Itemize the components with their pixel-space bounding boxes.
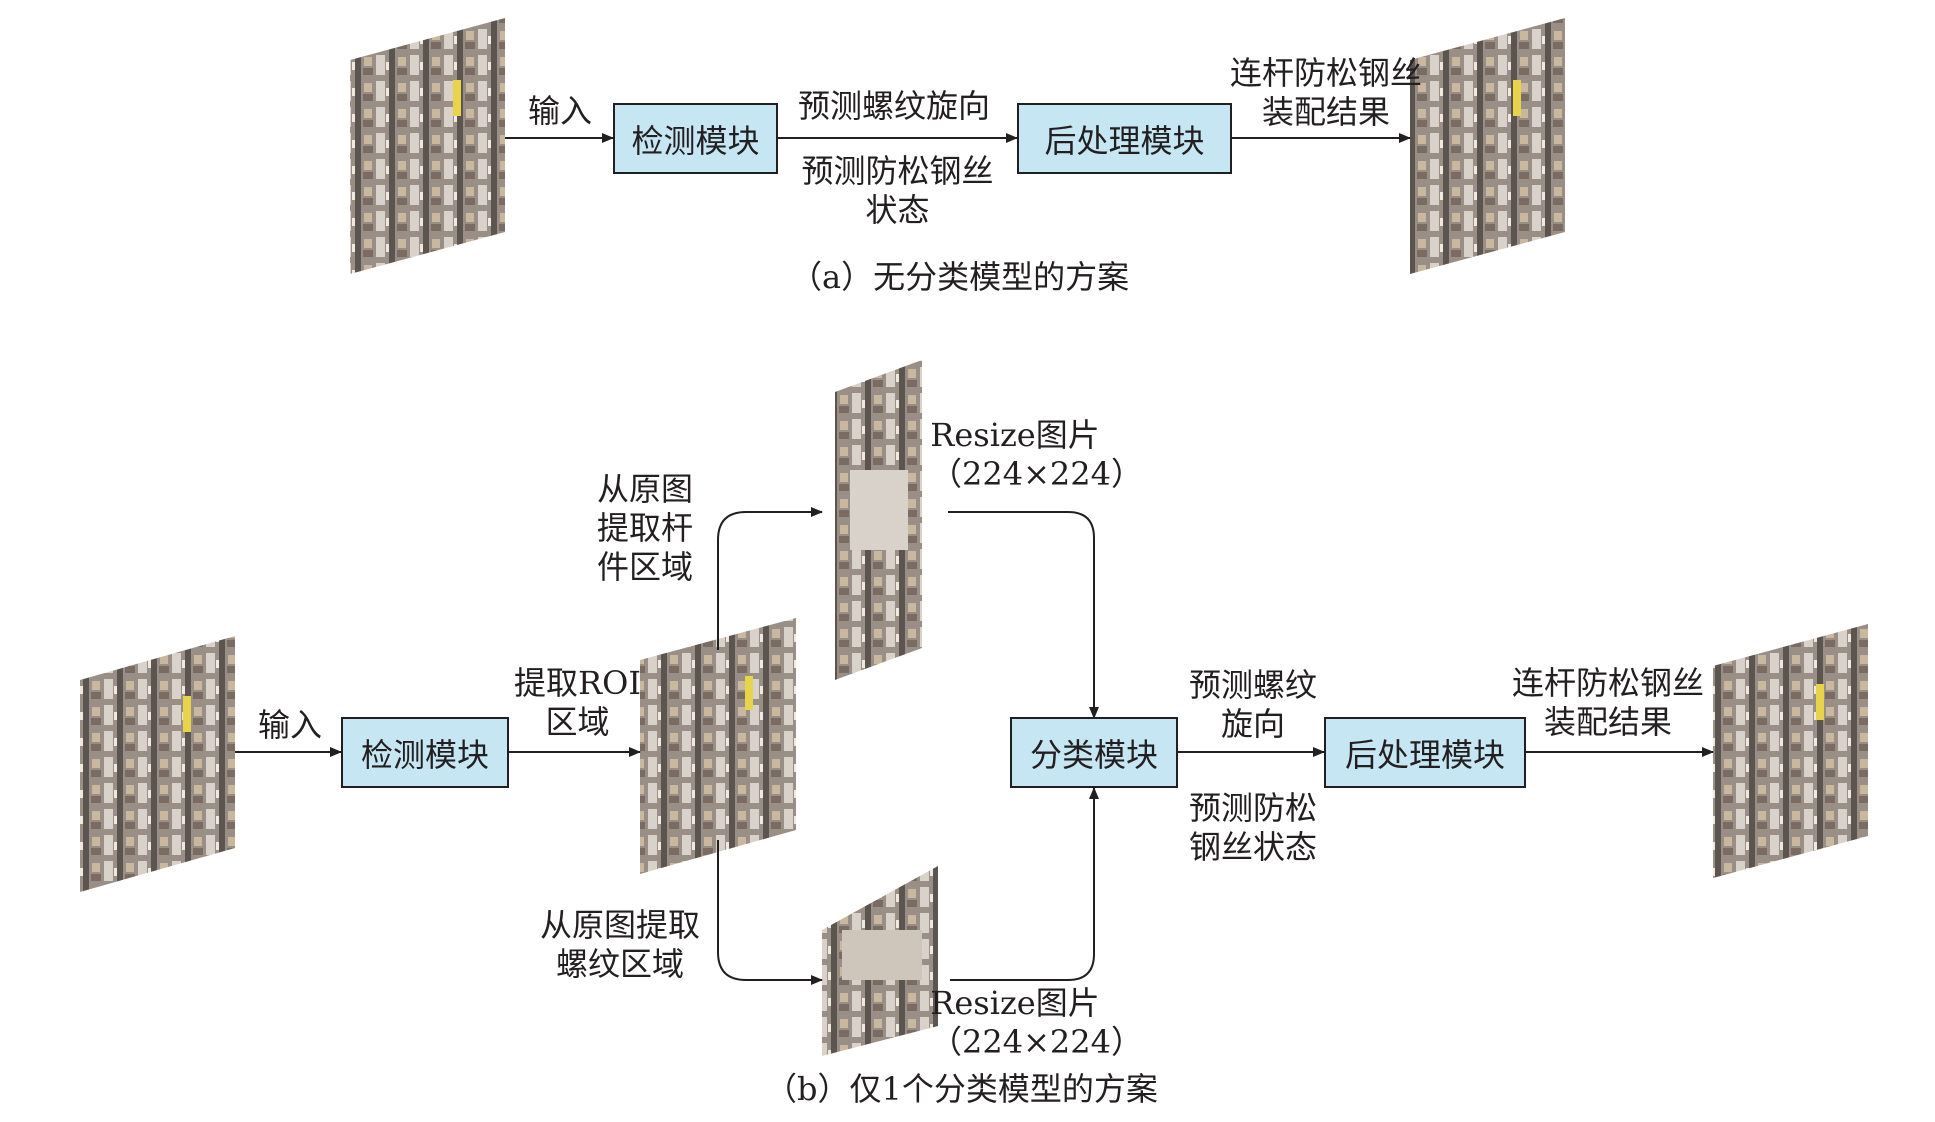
pred-thread-label-a: 预测螺纹旋向: [798, 87, 991, 125]
resize-bottom-label: Resize图片 （224×224）: [930, 984, 1143, 1061]
pred-wire-label-a: 预测防松钢丝 状态: [801, 152, 994, 229]
result-photo-b: [1713, 624, 1868, 878]
extract-rod-label: 从原图 提取杆 件区域: [596, 470, 693, 586]
resize-top-label: Resize图片 （224×224）: [930, 416, 1143, 493]
result-label-b: 连杆防松钢丝 装配结果: [1511, 664, 1704, 741]
input-label-b: 输入: [258, 706, 323, 744]
input-photo-a: [350, 18, 505, 274]
input-label-a: 输入: [528, 92, 593, 130]
pred-thread-label-b: 预测螺纹 旋向: [1188, 666, 1317, 743]
roi-photo: [640, 618, 796, 874]
post-module-b: 后处理模块: [1324, 717, 1526, 788]
result-photo-a: [1410, 18, 1565, 274]
detect-module-a: 检测模块: [613, 103, 778, 174]
detect-module-b: 检测模块: [341, 717, 509, 788]
pred-wire-label-b: 预测防松 钢丝状态: [1188, 789, 1317, 866]
classify-module: 分类模块: [1010, 717, 1178, 788]
extract-thread-label: 从原图提取 螺纹区域: [539, 906, 700, 983]
caption-a: （a）无分类模型的方案: [790, 258, 1130, 296]
result-label-a: 连杆防松钢丝 装配结果: [1229, 54, 1422, 131]
post-module-a: 后处理模块: [1017, 103, 1232, 174]
extract-roi-label: 提取ROI 区域: [514, 664, 641, 741]
input-photo-b: [80, 636, 235, 892]
caption-b: （b）仅1个分类模型的方案: [765, 1070, 1158, 1108]
